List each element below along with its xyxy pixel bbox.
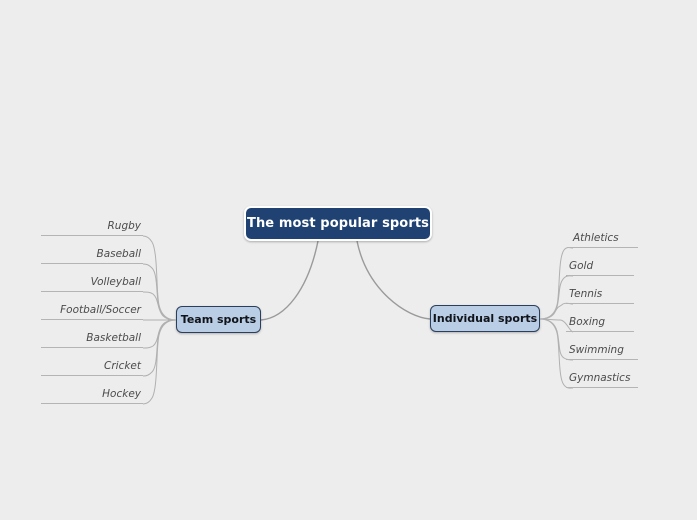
leaf-node-rugby[interactable]: Rugby (41, 217, 143, 236)
leaf-node-label: Gold (569, 259, 594, 272)
root-node-label: The most popular sports (246, 216, 430, 231)
leaf-node-swimming[interactable]: Swimming (566, 341, 638, 360)
branch-node-team-sports[interactable]: Team sports (176, 306, 261, 333)
leaf-node-volleyball[interactable]: Volleyball (41, 273, 143, 292)
leaf-node-label: Cricket (104, 359, 141, 372)
edge-root-to-team-sports (260, 240, 319, 321)
leaf-node-label: Hockey (102, 387, 141, 400)
branch-node-individual-sports[interactable]: Individual sports (430, 305, 540, 332)
leaf-node-athletics[interactable]: Athletics (570, 229, 638, 248)
leaf-node-label: Swimming (569, 343, 624, 356)
leaf-node-gold[interactable]: Gold (566, 257, 634, 276)
leaf-node-baseball[interactable]: Baseball (41, 245, 143, 264)
leaf-node-label: Volleyball (90, 275, 141, 288)
leaf-node-label: Baseball (96, 247, 141, 260)
leaf-node-label: Football/Soccer (60, 303, 141, 316)
leaf-node-label: Tennis (569, 287, 603, 300)
leaf-node-football-soccer[interactable]: Football/Soccer (41, 301, 143, 320)
leaf-node-hockey[interactable]: Hockey (41, 385, 143, 404)
edges-team-sports (142, 235, 177, 405)
leaf-node-tennis[interactable]: Tennis (566, 285, 634, 304)
branch-node-team-sports-label: Team sports (180, 313, 257, 326)
leaf-node-cricket[interactable]: Cricket (41, 357, 143, 376)
edge-root-to-individual-sports (356, 240, 431, 320)
branch-node-individual-sports-label: Individual sports (432, 312, 538, 325)
leaf-node-label: Athletics (573, 231, 619, 244)
leaf-node-label: Rugby (107, 219, 142, 232)
leaf-node-basketball[interactable]: Basketball (41, 329, 143, 348)
leaf-node-boxing[interactable]: Boxing (566, 313, 634, 332)
leaf-node-label: Boxing (569, 315, 606, 328)
leaf-node-label: Gymnastics (569, 371, 631, 384)
root-node[interactable]: The most popular sports (244, 206, 432, 241)
leaf-node-gymnastics[interactable]: Gymnastics (566, 369, 638, 388)
leaf-node-label: Basketball (86, 331, 141, 344)
